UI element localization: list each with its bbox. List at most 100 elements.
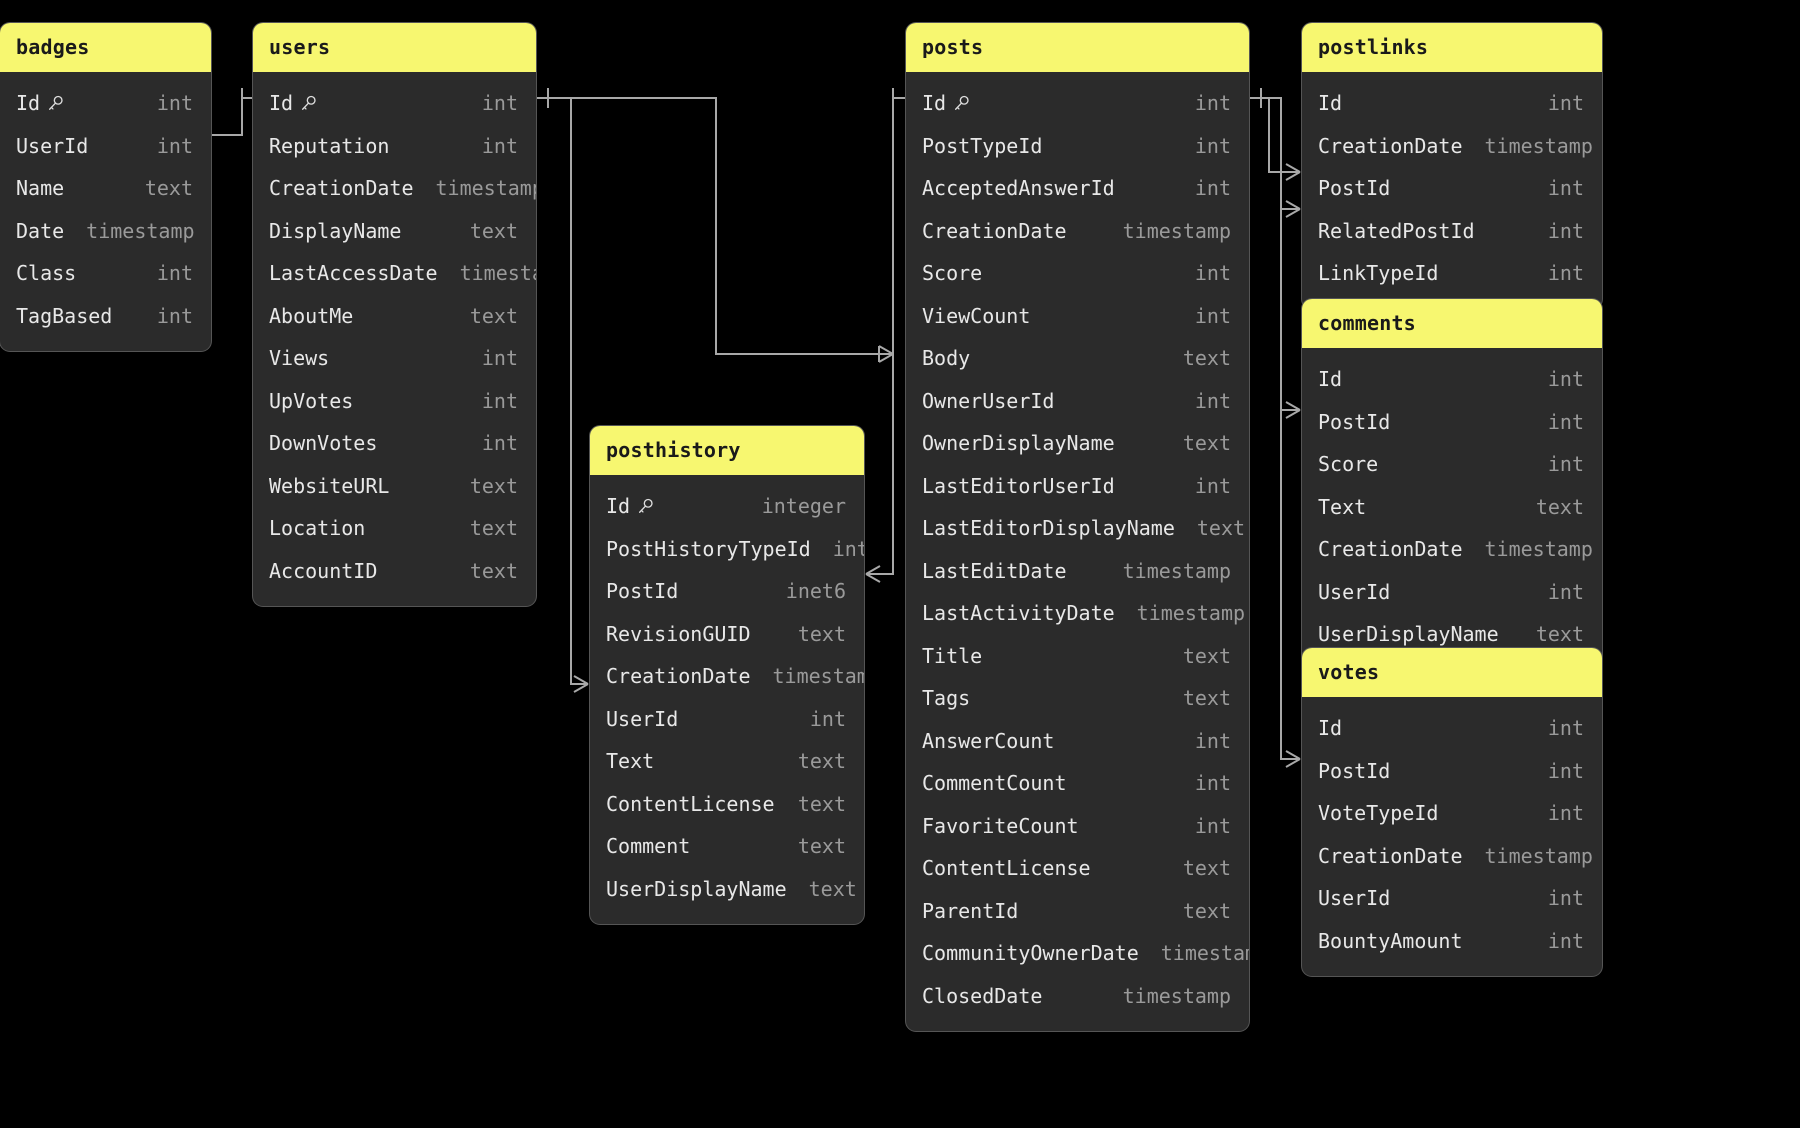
field-row[interactable]: Date timestamp	[0, 210, 211, 253]
field-row[interactable]: LastAccessDatetimestamp	[253, 252, 536, 295]
field-type-label: timestamp	[86, 218, 195, 243]
field-name: Id	[1318, 91, 1342, 115]
field-name: DisplayName	[269, 219, 401, 243]
table-title-votes[interactable]: votes	[1302, 648, 1602, 697]
table-title-comments[interactable]: comments	[1302, 299, 1602, 348]
field-type-label: int	[156, 91, 193, 116]
field-type-label: text	[1182, 643, 1231, 668]
field-name-label: UserId	[16, 133, 89, 158]
field-name-label: WebsiteURL	[269, 473, 390, 498]
field-name-label: LastActivityDate	[922, 601, 1115, 626]
field-row[interactable]: CommunityOwnerDatetimestamp	[906, 932, 1249, 975]
field-name-label: UserId	[606, 706, 679, 731]
field-name: LastActivityDate	[922, 601, 1115, 625]
field-type-label: timestamp	[435, 176, 537, 201]
table-title-users[interactable]: users	[253, 23, 536, 72]
table-title-postlinks[interactable]: postlinks	[1302, 23, 1602, 72]
table-title-posthistory[interactable]: posthistory	[590, 426, 864, 475]
field-name: Id	[1318, 367, 1342, 391]
table-title-posts[interactable]: posts	[906, 23, 1249, 72]
field-name-label: DisplayName	[269, 218, 402, 243]
field-name: CommunityOwnerDate	[922, 941, 1139, 965]
field-type-label: int	[156, 303, 193, 328]
field-name: Date	[16, 219, 64, 243]
table-title-badges[interactable]: badges	[0, 23, 211, 72]
field-name: CreationDate	[1318, 134, 1463, 158]
